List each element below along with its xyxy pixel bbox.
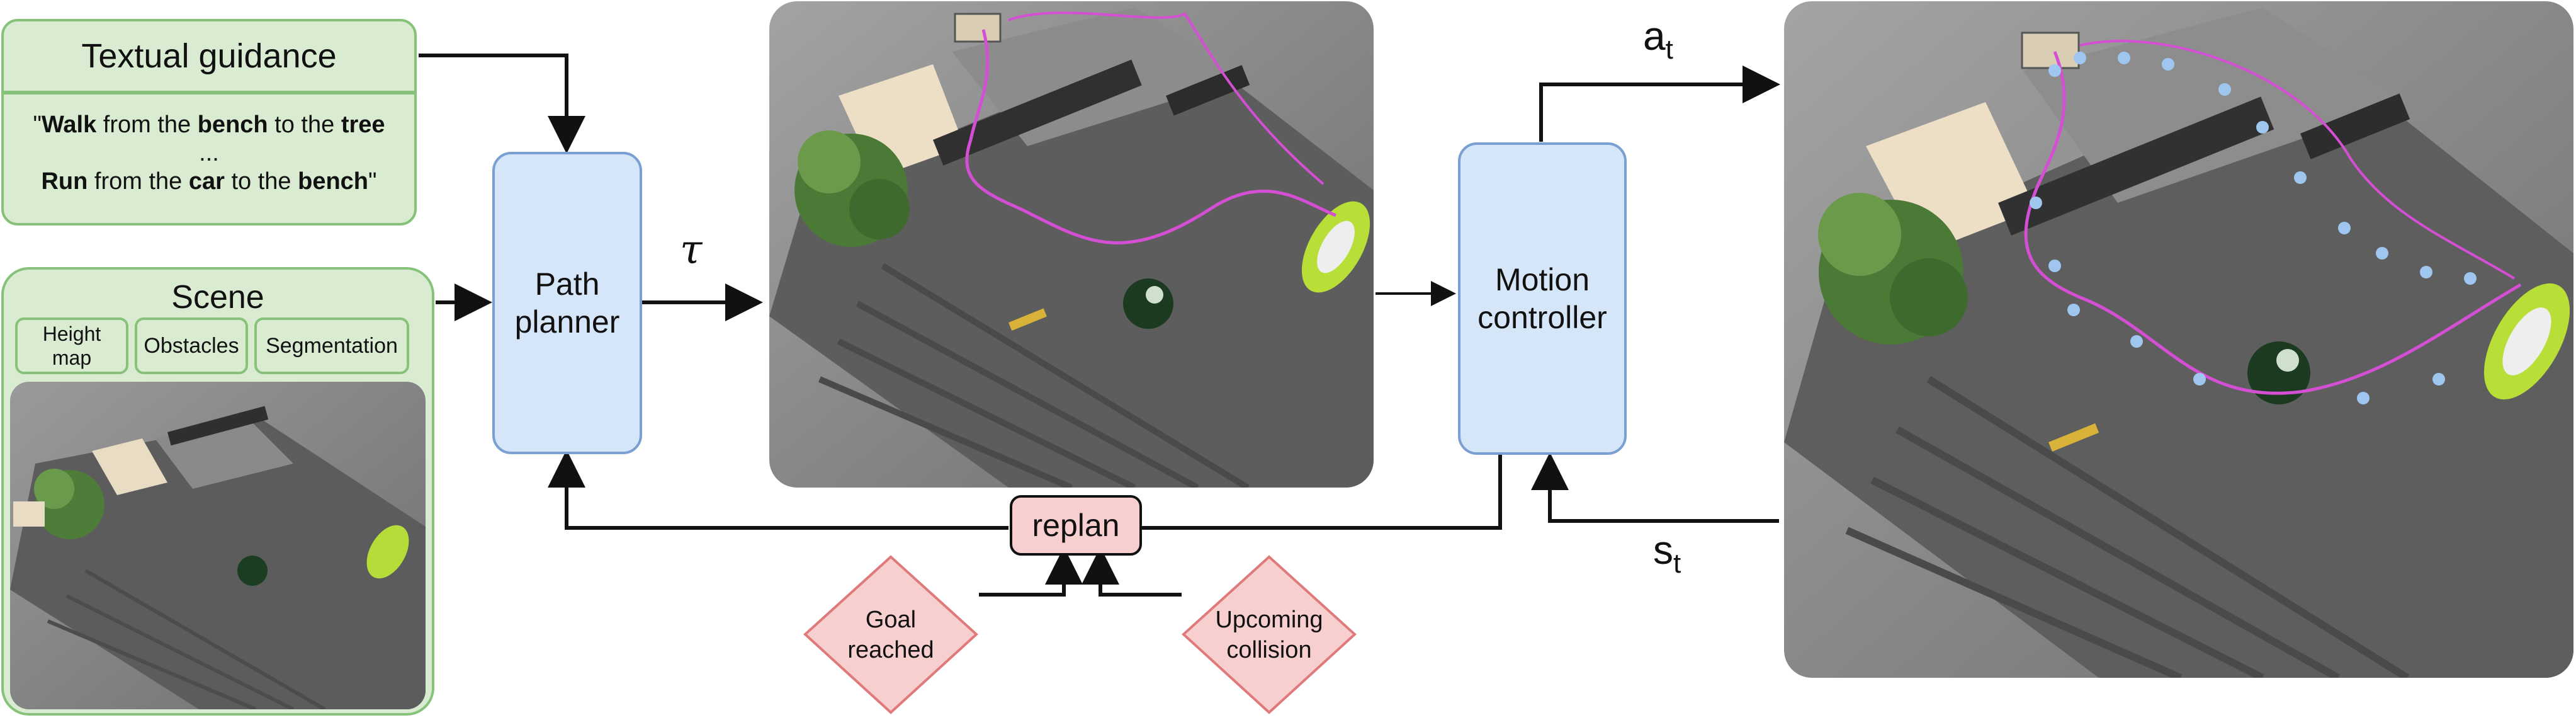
upcoming-collision-label: Upcoming collision xyxy=(1215,606,1323,663)
height-map-chip: Height map xyxy=(15,317,128,374)
goal-to-replan-arrow xyxy=(979,547,1083,597)
ball-icon xyxy=(1123,278,1173,329)
character-icon xyxy=(2030,52,2477,404)
obstacles-chip: Obstacles xyxy=(135,317,248,374)
replan-label: replan xyxy=(1032,508,1120,543)
controller-action-arrow xyxy=(1539,66,1780,142)
state-feedback-arrow xyxy=(1531,452,1779,523)
trajectory-path xyxy=(2024,51,2522,395)
instruction-line-1: "Walk from the bench to the tree xyxy=(33,111,385,138)
bench-icon xyxy=(2021,31,2080,69)
trajectory-path xyxy=(965,29,1336,244)
replan-to-planner-arrow xyxy=(548,450,1008,530)
tree-icon xyxy=(794,130,910,247)
action-label: at xyxy=(1643,13,1673,65)
state-label: st xyxy=(1653,527,1681,579)
controller-to-replan-line xyxy=(1141,454,1502,530)
goal-reached-diamond xyxy=(803,555,978,714)
collision-to-replan-arrow xyxy=(1082,547,1182,597)
result-scene xyxy=(1784,1,2573,678)
tau-label: τ xyxy=(680,227,703,273)
car-icon xyxy=(1301,201,1370,293)
ball-icon xyxy=(237,556,268,586)
motion-controller-block: Motion controller xyxy=(1458,142,1627,455)
trajectory-path-2 xyxy=(2079,40,2516,280)
motion-controller-label: Motion controller xyxy=(1477,262,1607,335)
replan-block: replan xyxy=(1010,495,1142,556)
textual-guidance-title: Textual guidance xyxy=(81,37,337,75)
instruction-ellipsis: ... xyxy=(199,140,219,166)
goal-reached-label: Goal reached xyxy=(847,606,934,663)
ball-icon xyxy=(2247,341,2310,404)
scene-panel: Scene Height map Obstacles Segmentation xyxy=(1,267,434,716)
scene-title: Scene xyxy=(171,279,264,316)
textual-guidance-body: "Walk from the bench to the tree ... Run… xyxy=(1,92,417,226)
path-planner-label: Path planner xyxy=(514,266,620,340)
scene-thumbnail xyxy=(10,382,426,709)
tree-icon xyxy=(34,469,105,539)
segmentation-chip: Segmentation xyxy=(254,317,409,374)
car-icon xyxy=(366,525,409,579)
path-planner-block: Path planner xyxy=(492,152,642,454)
tree-icon xyxy=(1818,193,1968,345)
textual-guidance-header: Textual guidance xyxy=(1,19,417,93)
planned-path-scene xyxy=(769,1,1374,488)
upcoming-collision-diamond xyxy=(1182,555,1357,714)
instruction-line-2: Run from the car to the bench" xyxy=(41,168,377,195)
trajectory-path-2 xyxy=(1008,11,1325,185)
bench-icon xyxy=(954,13,1002,43)
guidance-to-planner-arrow xyxy=(419,54,585,154)
car-icon xyxy=(2483,283,2570,400)
